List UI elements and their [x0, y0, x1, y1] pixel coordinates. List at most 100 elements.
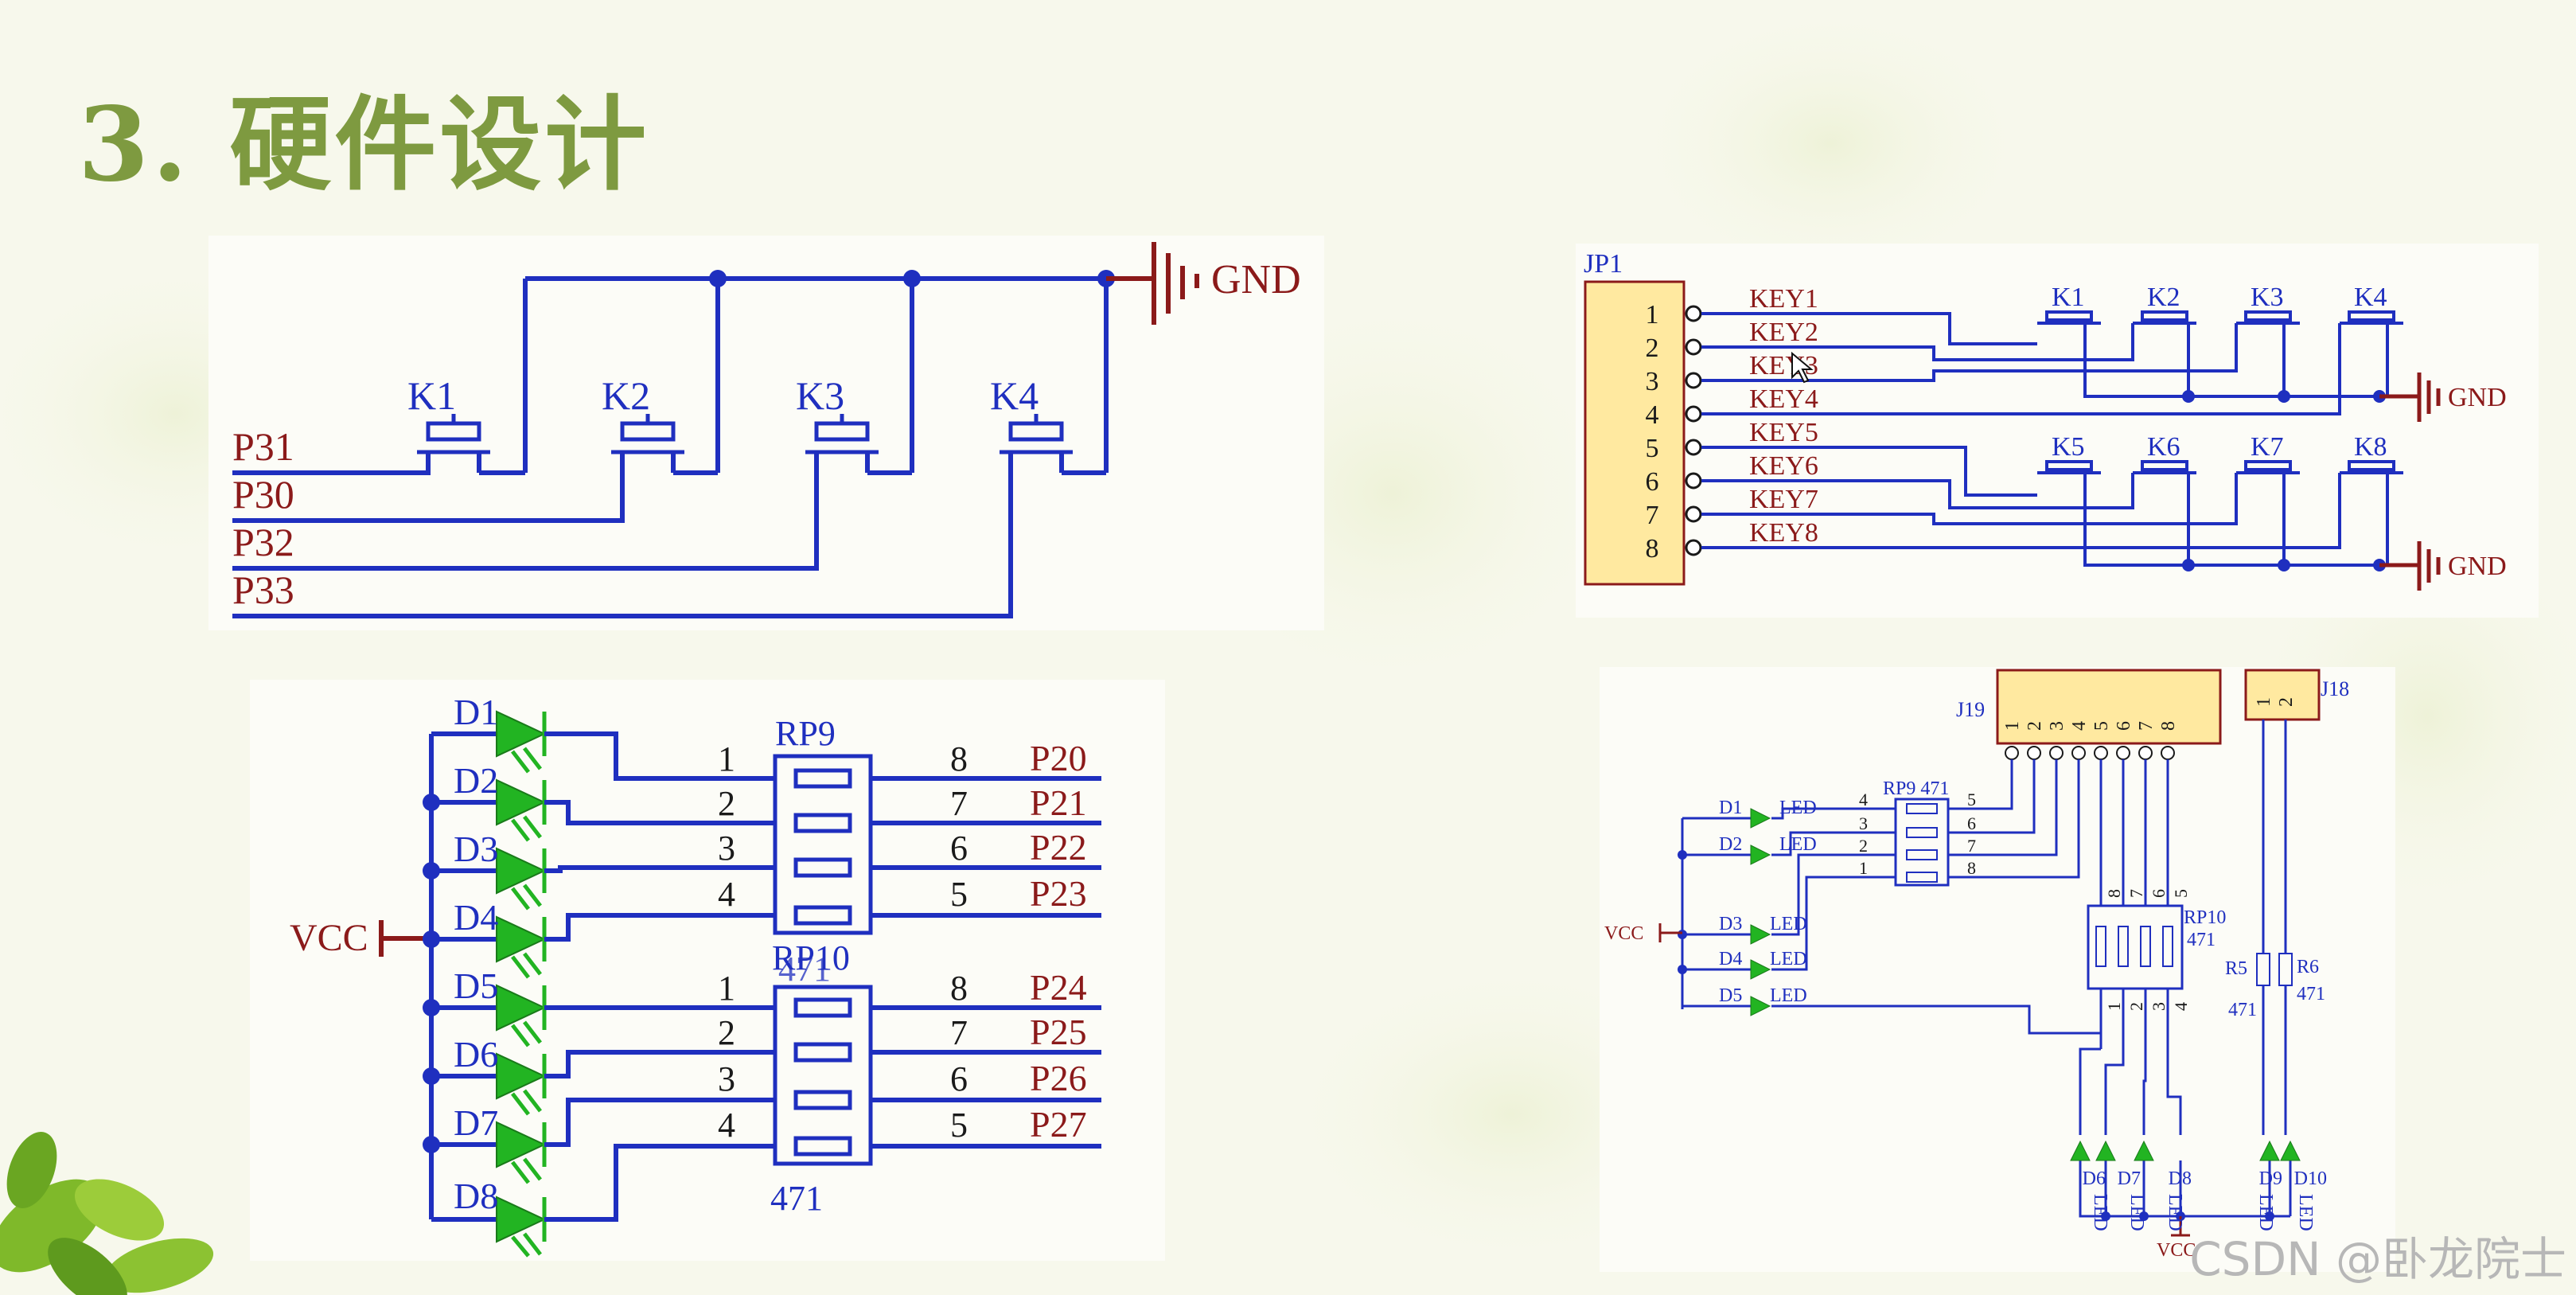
rp10-pin-7: 7 [950, 1013, 968, 1052]
key-k5: K5 [2052, 432, 2085, 462]
rp9-label: RP9 [775, 714, 836, 753]
rp10-bottom-4: 4 [2171, 1002, 2191, 1011]
rp10-top-8: 8 [2104, 889, 2124, 898]
rp9-left-2: 2 [1859, 836, 1868, 856]
key-label-k2: K2 [602, 373, 650, 418]
rp10-top-7: 7 [2126, 889, 2146, 898]
led-schematic-panel: VCC D1 D2 D3 [250, 680, 1165, 1261]
led-left-label-3: LED [1770, 914, 1807, 934]
port-p27: P27 [1030, 1104, 1087, 1145]
led-d2: D2 [454, 760, 498, 801]
led-bottom-label-4: LED [2255, 1194, 2276, 1231]
port-label-p30: P30 [232, 472, 294, 517]
pin-5: 5 [1646, 434, 1659, 463]
rp-value-overlap: 471 [778, 950, 831, 989]
led-left-d2: D2 [1719, 834, 1742, 855]
led-left-d3: D3 [1719, 914, 1742, 934]
key-k6: K6 [2147, 432, 2180, 462]
led-board-panel: J19 1 2 3 4 5 6 7 8 J18 1 2 [1600, 667, 2395, 1272]
rp9-pin-6: 6 [950, 829, 968, 868]
rp10-pin-6: 6 [950, 1059, 968, 1098]
rp9-pin-5: 5 [950, 875, 968, 914]
rp10-bottom-1: 1 [2104, 1002, 2124, 1011]
pin-6: 6 [1646, 467, 1659, 497]
led-bottom-label-3: LED [2165, 1194, 2185, 1231]
rp10-pin-8: 8 [950, 969, 968, 1008]
port-p24: P24 [1030, 967, 1087, 1008]
net-key7: KEY7 [1749, 485, 1818, 514]
key-k7: K7 [2251, 432, 2284, 462]
pin-8: 8 [1646, 534, 1659, 564]
led-d3: D3 [454, 829, 498, 869]
led-bottom-d10: D10 [2294, 1168, 2327, 1189]
net-key2: KEY2 [1749, 318, 1818, 347]
led-bottom-label-1: LED [2090, 1194, 2110, 1231]
j18-pin-1: 1 [2254, 697, 2274, 707]
led-schematic: VCC D1 D2 D3 [290, 692, 1101, 1258]
pin-3: 3 [1646, 367, 1659, 396]
led-d1: D1 [454, 692, 498, 732]
rp10-pin-4: 4 [718, 1106, 735, 1145]
port-p25: P25 [1030, 1012, 1087, 1052]
led-left-label-5: LED [1770, 985, 1807, 1006]
j19-pin-6: 6 [2114, 721, 2134, 731]
key-schematic-panel: GND K1 K2 K3 K4 P31 P30 P32 P33 [208, 236, 1324, 630]
rp9-right-5: 5 [1967, 790, 1976, 809]
led-left-d5: D5 [1719, 985, 1742, 1006]
key-schematic: GND K1 K2 K3 K4 P31 P30 P32 P33 [232, 242, 1301, 618]
net-key5: KEY5 [1749, 418, 1818, 447]
pin-4: 4 [1646, 400, 1659, 430]
led-d5: D5 [454, 965, 498, 1006]
key-k8: K8 [2354, 432, 2387, 462]
led-left-d1: D1 [1719, 798, 1742, 818]
j19-pin-1: 1 [2002, 721, 2023, 731]
net-key4: KEY4 [1749, 384, 1818, 414]
rp9-right-8: 8 [1967, 858, 1976, 878]
port-p21: P21 [1030, 782, 1087, 823]
rp9-pin-3: 3 [718, 829, 735, 868]
rp10-name: RP10 [2184, 907, 2226, 928]
led-left-d4: D4 [1719, 949, 1742, 969]
pin-7: 7 [1646, 501, 1659, 530]
rp10-top-5: 5 [2171, 889, 2191, 898]
rp9-right-6: 6 [1967, 813, 1976, 833]
port-label-p32: P32 [232, 520, 294, 564]
rp9-left-3: 3 [1859, 813, 1868, 833]
key-k4: K4 [2354, 283, 2387, 312]
corner-leaves [0, 1132, 214, 1295]
led-d8: D8 [454, 1176, 498, 1216]
j18-pin-2: 2 [2276, 697, 2297, 707]
rp10-pack [2087, 904, 2184, 990]
connector-j18 [2244, 669, 2321, 721]
j19-pin-7: 7 [2136, 721, 2157, 731]
led-bottom-d8: D8 [2169, 1168, 2192, 1189]
r5-value: 471 [2228, 1000, 2257, 1020]
rp9-pin-7: 7 [950, 784, 968, 823]
rp10-bottom-3: 3 [2149, 1002, 2169, 1011]
key-k1: K1 [2052, 283, 2085, 312]
page-title: 3. 硬件设计 [78, 85, 650, 205]
port-p22: P22 [1030, 827, 1087, 868]
rp10-pin-1: 1 [718, 969, 735, 1008]
key-k3: K3 [2251, 283, 2284, 312]
key-label-k3: K3 [796, 373, 844, 418]
port-p26: P26 [1030, 1058, 1087, 1098]
led-board-schematic: J19 1 2 3 4 5 6 7 8 J18 1 2 [1604, 669, 2349, 1261]
rp10-val: 471 [2187, 930, 2216, 950]
j18-label: J18 [2321, 677, 2349, 700]
net-key1: KEY1 [1749, 284, 1818, 314]
rp-value: 471 [770, 1179, 823, 1218]
pin-2: 2 [1646, 334, 1659, 363]
rp10-pin-5: 5 [950, 1106, 968, 1145]
j19-pin-5: 5 [2091, 721, 2112, 731]
rp9-pin-8: 8 [950, 739, 968, 778]
gnd-label-top: GND [2448, 383, 2507, 412]
port-p20: P20 [1030, 738, 1087, 778]
j19-pin-4: 4 [2069, 721, 2090, 731]
port-label-p31: P31 [232, 424, 294, 469]
key-k2: K2 [2147, 283, 2180, 312]
vcc-left: VCC [1604, 923, 1643, 944]
led-d7: D7 [454, 1102, 498, 1143]
key-label-k1: K1 [407, 373, 456, 418]
rp9-left-1: 1 [1859, 858, 1868, 878]
